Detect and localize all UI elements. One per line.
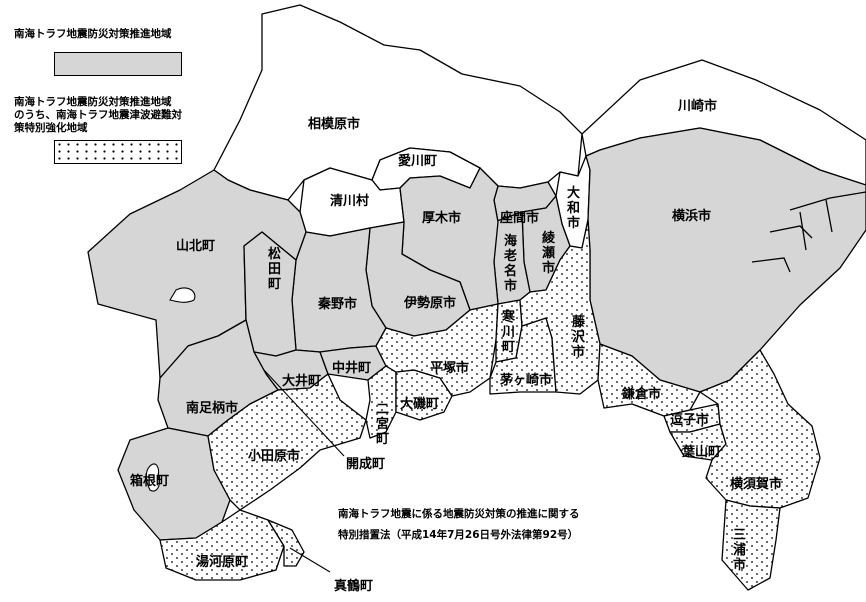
- leader-manazuru: [289, 547, 331, 573]
- label-aikawa: 愛川町: [398, 153, 437, 169]
- label-yugawara: 湯河原町: [196, 554, 248, 570]
- label-isehara: 伊勢原市: [403, 295, 456, 311]
- region-miura: [721, 499, 781, 591]
- label-nakai: 中井町: [332, 360, 371, 376]
- legend: 南海トラフ地震防災対策推進地域 南海トラフ地震防災対策推進地域 のうち、南海トラ…: [14, 28, 254, 164]
- label-hakone: 箱根町: [130, 473, 169, 489]
- label-matsuda: 松田町: [268, 246, 281, 292]
- label-chigasaki: 茅ヶ崎市: [500, 372, 552, 388]
- label-hiratsuka: 平塚市: [430, 360, 469, 376]
- label-yokosuka: 横須賀市: [730, 476, 782, 492]
- label-hadano: 秦野市: [317, 296, 357, 312]
- label-yokohama: 横浜市: [672, 208, 711, 224]
- label-odawara: 小田原市: [248, 448, 300, 464]
- law-footnote: 南海トラフ地震に係る地震防災対策の推進に関する 特別措置法（平成14年7月26日…: [338, 504, 580, 546]
- label-kaisei: 開成町: [346, 456, 385, 472]
- label-miura: 三浦市: [733, 528, 746, 573]
- legend-label-tsunami-line-2: のうち、南海トラフ地震津波避難対: [14, 109, 182, 121]
- legend-swatch-promotion-area: [54, 52, 182, 76]
- label-zushi: 逗子市: [670, 412, 709, 428]
- label-samukawa: 寒川町: [501, 309, 516, 355]
- label-sagamihara: 相模原市: [308, 116, 360, 132]
- label-fujisawa: 藤沢市: [572, 314, 586, 360]
- label-kawasaki: 川崎市: [677, 98, 717, 114]
- label-yamakita: 山北町: [176, 238, 215, 254]
- region-odawara: [207, 373, 367, 511]
- region-manazuru: [267, 519, 305, 567]
- lake-tanzawa: [169, 287, 196, 303]
- legend-label-tsunami-line-3: 策特別強化地域: [14, 122, 88, 134]
- label-oi: 大井町: [282, 373, 321, 389]
- label-atsugi: 厚木市: [422, 210, 461, 226]
- legend-swatch-tsunami-area: [54, 140, 182, 164]
- law-footnote-line-1: 南海トラフ地震に係る地震防災対策の推進に関する: [338, 508, 580, 520]
- label-yamato: 大和市: [567, 185, 580, 231]
- label-ebina: 海老名市: [503, 233, 517, 294]
- label-kamakura: 鎌倉市: [621, 386, 661, 402]
- label-manazuru: 真鶴町: [334, 578, 373, 594]
- label-ninomiya: 二宮町: [376, 402, 389, 447]
- legend-label-tsunami-line-1: 南海トラフ地震防災対策推進地域: [14, 96, 172, 108]
- label-ayase: 綾瀬市: [542, 230, 556, 276]
- lake-ashi: [145, 463, 160, 492]
- label-zama: 座間市: [499, 210, 539, 226]
- label-kiyokawa: 清川村: [330, 193, 369, 209]
- leader-kaisei: [263, 369, 345, 457]
- yokohama-port-piers: [751, 191, 866, 273]
- legend-label-promotion-area: 南海トラフ地震防災対策推進地域: [14, 28, 172, 40]
- law-footnote-line-2: 特別措置法（平成14年7月26日号外法律第92号）: [338, 529, 579, 541]
- label-hayama: 葉山町: [681, 444, 721, 460]
- label-minamiashigara: 南足柄市: [186, 400, 238, 416]
- label-oiso: 大磯町: [400, 396, 439, 412]
